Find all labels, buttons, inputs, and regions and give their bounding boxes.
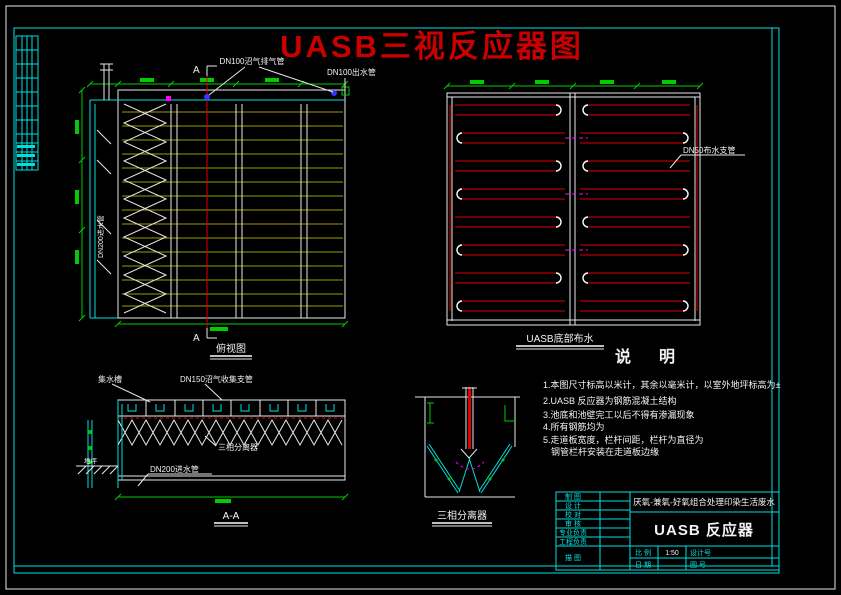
riser-label: DN200进水管 (96, 215, 105, 258)
svg-text:A-A: A-A (223, 511, 240, 522)
section-mark-top: A (193, 65, 217, 76)
page-title: UASB三视反应器图 (280, 29, 584, 64)
revision-text-mark (17, 145, 35, 148)
pipe-crossovers (565, 137, 588, 251)
revision-text-mark (17, 163, 35, 166)
date-label: 日 期 (635, 561, 651, 569)
pipe-manifolds (449, 105, 698, 311)
note-line: 2.UASB 反应器为钢筋混凝土结构 (543, 395, 677, 406)
gas-pipe (460, 387, 478, 459)
scale-label: 比 例 (635, 548, 651, 557)
svg-text:A: A (193, 333, 200, 344)
notes-section: 说 明 1.本图尺寸标高以米计，其余以毫米计，以室外地坪标高为± 2.UASB … (543, 347, 781, 457)
node-dot (331, 90, 337, 96)
note-line: 1.本图尺寸标高以米计，其余以毫米计，以室外地坪标高为± (543, 379, 781, 390)
dimension-text-mark (215, 499, 231, 503)
inlet-pipe (87, 400, 123, 488)
titleblock-row: 校 对 (565, 510, 581, 519)
svg-text:DN100沼气排气管: DN100沼气排气管 (220, 56, 285, 66)
svg-text:俯视图: 俯视图 (216, 342, 246, 355)
tank-outline (117, 89, 346, 319)
svg-text:地坪: 地坪 (84, 456, 98, 465)
svg-text:三相分离器: 三相分离器 (437, 509, 487, 522)
separator-baffles (122, 103, 168, 314)
design-no-label: 设计号 (690, 548, 711, 557)
outlet-label: DN100出水管 (327, 67, 376, 90)
svg-text:三相分离器: 三相分离器 (218, 442, 258, 452)
separator-detail-view: 三相分离器 (415, 387, 520, 527)
dimension-line (114, 493, 349, 501)
titleblock-row: 制 图 (565, 492, 581, 501)
titleblock-row: 设 计 (565, 501, 581, 510)
gas-hood-cells (118, 400, 345, 419)
pipe-return-bends (456, 104, 689, 312)
internal-columns (170, 104, 308, 318)
svg-text:UASB底部布水: UASB底部布水 (526, 332, 593, 345)
note-line: 钢管栏杆安装在走道板边缘 (551, 446, 659, 457)
dimension-line-plan (443, 80, 704, 90)
svg-text:DN50布水支管: DN50布水支管 (683, 145, 735, 155)
plan-view: DN50布水支管 UASB底部布水 (443, 80, 745, 350)
front-view: A A DN100沼气排气管 DN100出水管 DN200进水管 俯视图 (75, 56, 376, 360)
svg-text:DN100出水管: DN100出水管 (327, 67, 376, 77)
drawing-no-label: 图 号 (690, 561, 706, 569)
dimension-line-bottom (114, 320, 349, 331)
section-aa-view: 集水槽 DN150沼气收集支管 地坪 (76, 374, 349, 527)
distribution-pipe-rows (455, 104, 690, 312)
project-name: 厌氧-兼氧-好氧组合处理印染生活废水 (633, 497, 775, 507)
section-mark-bottom: A (193, 328, 217, 344)
separator-label: 三相分离器 (204, 435, 258, 452)
note-line: 4.所有钢筋均为 (543, 421, 605, 432)
drawing-frame (5, 5, 836, 590)
notes-title: 说 明 (615, 347, 681, 366)
scale-value: 1:50 (665, 550, 679, 557)
branch-pipe-label: DN50布水支管 (669, 145, 745, 169)
section-aa-caption: A-A (214, 511, 248, 527)
separator-plates (117, 418, 343, 447)
titleblock-row: 工程负责 (559, 537, 587, 546)
titleblock-row: 专业负责 (559, 528, 587, 537)
tracing-cell: 描 图 (565, 553, 581, 562)
separator-detail-caption: 三相分离器 (432, 509, 492, 527)
svg-text:DN200进水管: DN200进水管 (150, 464, 199, 474)
svg-text:集水槽: 集水槽 (98, 374, 122, 384)
revision-text-mark (17, 154, 35, 157)
inlet-label: DN200进水管 (137, 464, 212, 487)
basin-outline (446, 92, 701, 326)
gas-branch-label: DN150沼气收集支管 (180, 374, 253, 401)
dimension-line-left (75, 86, 86, 322)
svg-text:DN150沼气收集支管: DN150沼气收集支管 (180, 374, 253, 384)
deflector-plates (426, 443, 513, 494)
title-block: 制 图 设 计 校 对 审 核 专业负责 工程负责 描 图 厌氧-兼氧-好氧组合… (555, 491, 780, 571)
left-wall-and-riser (89, 63, 345, 319)
detail-frame (415, 396, 520, 498)
revision-strip (15, 35, 39, 171)
ground-hatch: 地坪 (76, 456, 119, 475)
note-line: 3.池底和池壁完工以后不得有渗漏现象 (543, 409, 695, 420)
dimension-line-top (86, 78, 349, 88)
distribution-pipes (122, 111, 343, 307)
svg-text:A: A (193, 65, 200, 76)
trough-label: 集水槽 (98, 374, 151, 403)
titleblock-row: 审 核 (565, 519, 581, 528)
support-brackets (427, 402, 516, 424)
note-line: 5.走道板宽度，栏杆间距，栏杆为直径为 (543, 434, 704, 445)
drawing-title: UASB 反应器 (654, 521, 754, 539)
node-dot (204, 94, 210, 100)
front-view-caption: 俯视图 (210, 342, 252, 360)
gas-vent-label: DN100沼气排气管 (208, 56, 334, 96)
plan-view-caption: UASB底部布水 (516, 332, 604, 350)
